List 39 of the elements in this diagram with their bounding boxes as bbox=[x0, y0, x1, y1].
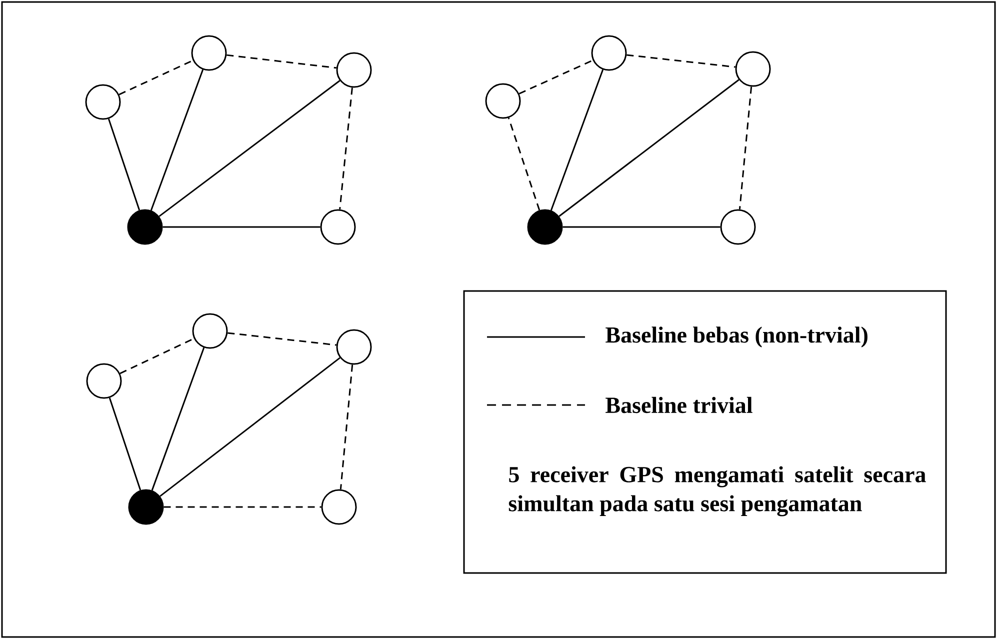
baseline-line bbox=[162, 226, 320, 228]
dashed-line bbox=[518, 60, 594, 94]
baseline-line bbox=[108, 118, 140, 210]
station-circle bbox=[86, 363, 122, 399]
station-circle bbox=[320, 209, 356, 245]
station-circle bbox=[735, 51, 771, 87]
dashed-line bbox=[164, 506, 322, 508]
dashed-line bbox=[738, 86, 752, 210]
dashed-line bbox=[226, 54, 336, 69]
legend-text: Baseline trivial bbox=[606, 396, 752, 414]
dashed-line bbox=[508, 118, 540, 210]
baseline-line bbox=[151, 347, 205, 491]
baseline-line bbox=[150, 69, 204, 211]
station-circle bbox=[336, 52, 372, 88]
station-circle bbox=[485, 83, 521, 119]
dashed-line bbox=[339, 88, 353, 210]
station-circle bbox=[591, 35, 627, 71]
station-circle bbox=[720, 209, 756, 245]
station-circle bbox=[192, 313, 228, 349]
baseline-line bbox=[160, 357, 340, 497]
dashed-line bbox=[228, 332, 336, 346]
dashed-line bbox=[626, 54, 736, 68]
baseline-line bbox=[550, 69, 604, 211]
station-circle bbox=[321, 489, 357, 525]
legend-text: Baseline bebas (non-trvial) bbox=[606, 326, 868, 348]
station-circle bbox=[191, 35, 227, 71]
baseline-line bbox=[558, 79, 740, 217]
station-dot bbox=[527, 209, 563, 245]
baseline-line bbox=[158, 80, 340, 217]
baseline-line bbox=[108, 398, 142, 490]
station-circle bbox=[85, 84, 121, 120]
station-circle bbox=[336, 329, 372, 365]
baseline-line bbox=[562, 226, 720, 228]
note-text: 5 receiver GPS mengamati satelit secara simultan pada satu sesi pengamatan bbox=[508, 466, 926, 516]
dashed-line bbox=[120, 338, 194, 374]
dashed-line bbox=[340, 364, 354, 490]
station-dot bbox=[127, 209, 163, 245]
dashed-line bbox=[118, 60, 194, 96]
station-dot bbox=[128, 489, 164, 525]
